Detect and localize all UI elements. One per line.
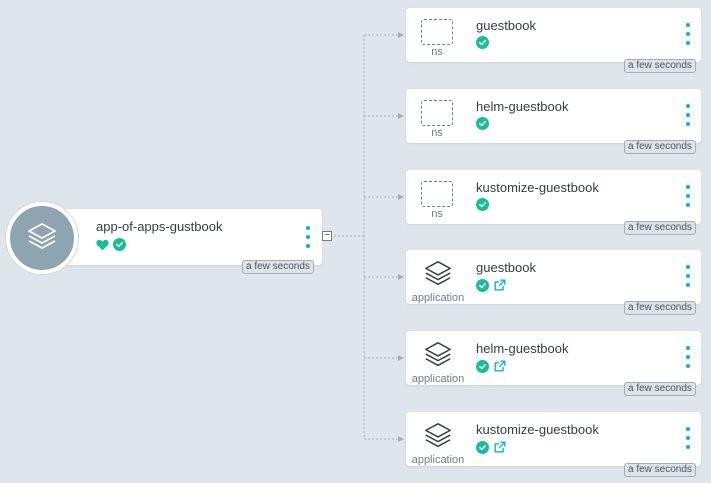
node-status-row (476, 36, 489, 49)
layers-icon (422, 259, 454, 294)
check-icon (476, 117, 489, 130)
node-kebab-menu-icon[interactable] (683, 346, 693, 368)
check-icon (476, 359, 489, 373)
collapse-button[interactable]: − (322, 231, 332, 241)
child-node-card[interactable]: ns helm-guestbook a few seconds (406, 89, 701, 154)
kind-label: application (411, 373, 465, 385)
namespace-icon: ns (421, 100, 453, 139)
node-name: helm-guestbook (476, 341, 569, 356)
connector-arrowhead (398, 274, 404, 280)
root-age-badge: a few seconds (242, 260, 314, 274)
node-age-badge: a few seconds (624, 301, 696, 315)
node-kebab-menu-icon[interactable] (683, 185, 693, 207)
check-icon (476, 440, 489, 454)
child-node-card[interactable]: application helm-guestbook a few seconds (406, 331, 701, 396)
node-kebab-menu-icon[interactable] (683, 23, 693, 45)
external-link-icon[interactable] (493, 359, 507, 373)
child-node-card[interactable]: ns guestbook a few seconds (406, 8, 701, 73)
node-age-badge: a few seconds (624, 463, 696, 477)
node-status-row (476, 440, 507, 454)
namespace-icon: ns (421, 181, 453, 220)
node-name: helm-guestbook (476, 99, 569, 114)
root-app-title: app-of-apps-gustbook (96, 219, 223, 234)
node-name: guestbook (476, 18, 536, 33)
check-icon (476, 278, 489, 292)
node-name: guestbook (476, 260, 536, 275)
root-kebab-menu-icon[interactable] (303, 226, 313, 248)
layers-icon (422, 340, 454, 375)
check-icon (113, 238, 126, 251)
node-kebab-menu-icon[interactable] (683, 265, 693, 287)
connector-arrowhead (398, 32, 404, 38)
node-status-row (476, 117, 489, 130)
node-age-badge: a few seconds (624, 382, 696, 396)
root-status-row (96, 238, 126, 251)
node-status-row (476, 198, 489, 211)
node-kebab-menu-icon[interactable] (683, 104, 693, 126)
node-name: kustomize-guestbook (476, 422, 599, 437)
child-node-card[interactable]: application guestbook a few seconds (406, 250, 701, 315)
kind-label: ns (431, 208, 443, 220)
heart-icon (96, 239, 109, 251)
root-app-card[interactable]: app-of-apps-gustbook a few seconds (40, 209, 322, 274)
check-icon (476, 198, 489, 211)
namespace-box-icon (421, 100, 453, 126)
kind-label: ns (431, 46, 443, 58)
connector-arrowhead (398, 113, 404, 119)
application-icon: application (408, 421, 468, 466)
kind-label: application (411, 454, 465, 466)
connector-arrowhead (398, 194, 404, 200)
child-node-card[interactable]: ns kustomize-guestbook a few seconds (406, 170, 701, 235)
node-age-badge: a few seconds (624, 59, 696, 73)
node-kebab-menu-icon[interactable] (683, 427, 693, 449)
connector-arrowhead (398, 355, 404, 361)
kind-label: ns (431, 127, 443, 139)
namespace-box-icon (421, 181, 453, 207)
node-status-row (476, 359, 507, 373)
layers-icon (422, 421, 454, 456)
root-app-icon-circle (6, 202, 78, 274)
connector-trunk (330, 35, 365, 437)
external-link-icon[interactable] (493, 440, 507, 454)
node-status-row (476, 278, 507, 292)
node-age-badge: a few seconds (624, 140, 696, 154)
child-node-card[interactable]: application kustomize-guestbook a few se… (406, 412, 701, 477)
check-icon (476, 36, 489, 49)
node-age-badge: a few seconds (624, 221, 696, 235)
kind-label: application (411, 292, 465, 304)
layers-icon (25, 219, 59, 258)
application-icon: application (408, 340, 468, 385)
external-link-icon[interactable] (493, 278, 507, 292)
namespace-icon: ns (421, 19, 453, 58)
namespace-box-icon (421, 19, 453, 45)
connector-arrowhead (398, 436, 404, 442)
node-name: kustomize-guestbook (476, 180, 599, 195)
application-icon: application (408, 259, 468, 304)
